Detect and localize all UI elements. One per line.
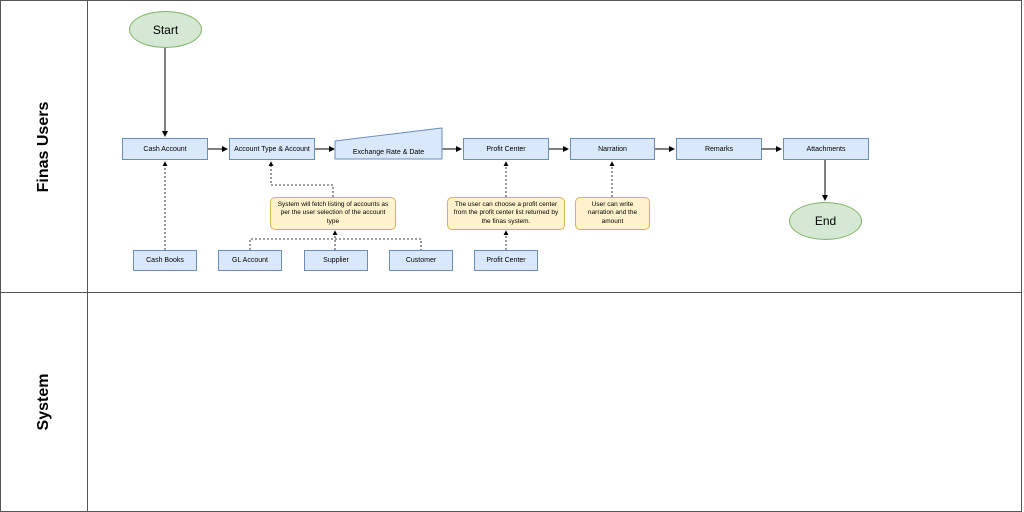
profit-center-choice-note: The user can choose a profit center from…: [447, 197, 565, 230]
attachments-step[interactable]: Attachments: [783, 138, 869, 160]
lane-header-system: System: [1, 293, 88, 511]
start-terminal[interactable]: Start: [129, 11, 202, 48]
gl-account-source[interactable]: GL Account: [218, 250, 282, 271]
account-type-step[interactable]: Account Type & Account: [229, 138, 315, 160]
narration-step[interactable]: Narration: [570, 138, 655, 160]
narration-hint-note: User can write narration and the amount: [575, 197, 650, 230]
lane-header-finas-users: Finas Users: [1, 1, 88, 292]
remarks-step[interactable]: Remarks: [676, 138, 762, 160]
edge-note-account-type: [268, 161, 334, 197]
supplier-source[interactable]: Supplier: [304, 250, 368, 271]
edge-sources-note: [249, 238, 422, 250]
exchange-rate-shape: [334, 127, 443, 160]
accounts-fetch-note: System will fetch listing of accounts as…: [270, 197, 396, 230]
profit-center-step[interactable]: Profit Center: [463, 138, 549, 160]
profit-center-source[interactable]: Profit Center: [474, 250, 538, 271]
cash-account-step[interactable]: Cash Account: [122, 138, 208, 160]
end-terminal[interactable]: End: [789, 202, 862, 240]
customer-source[interactable]: Customer: [389, 250, 453, 271]
cash-books-source[interactable]: Cash Books: [133, 250, 197, 271]
exchange-rate-step[interactable]: Exchange Rate & Date: [352, 148, 425, 156]
